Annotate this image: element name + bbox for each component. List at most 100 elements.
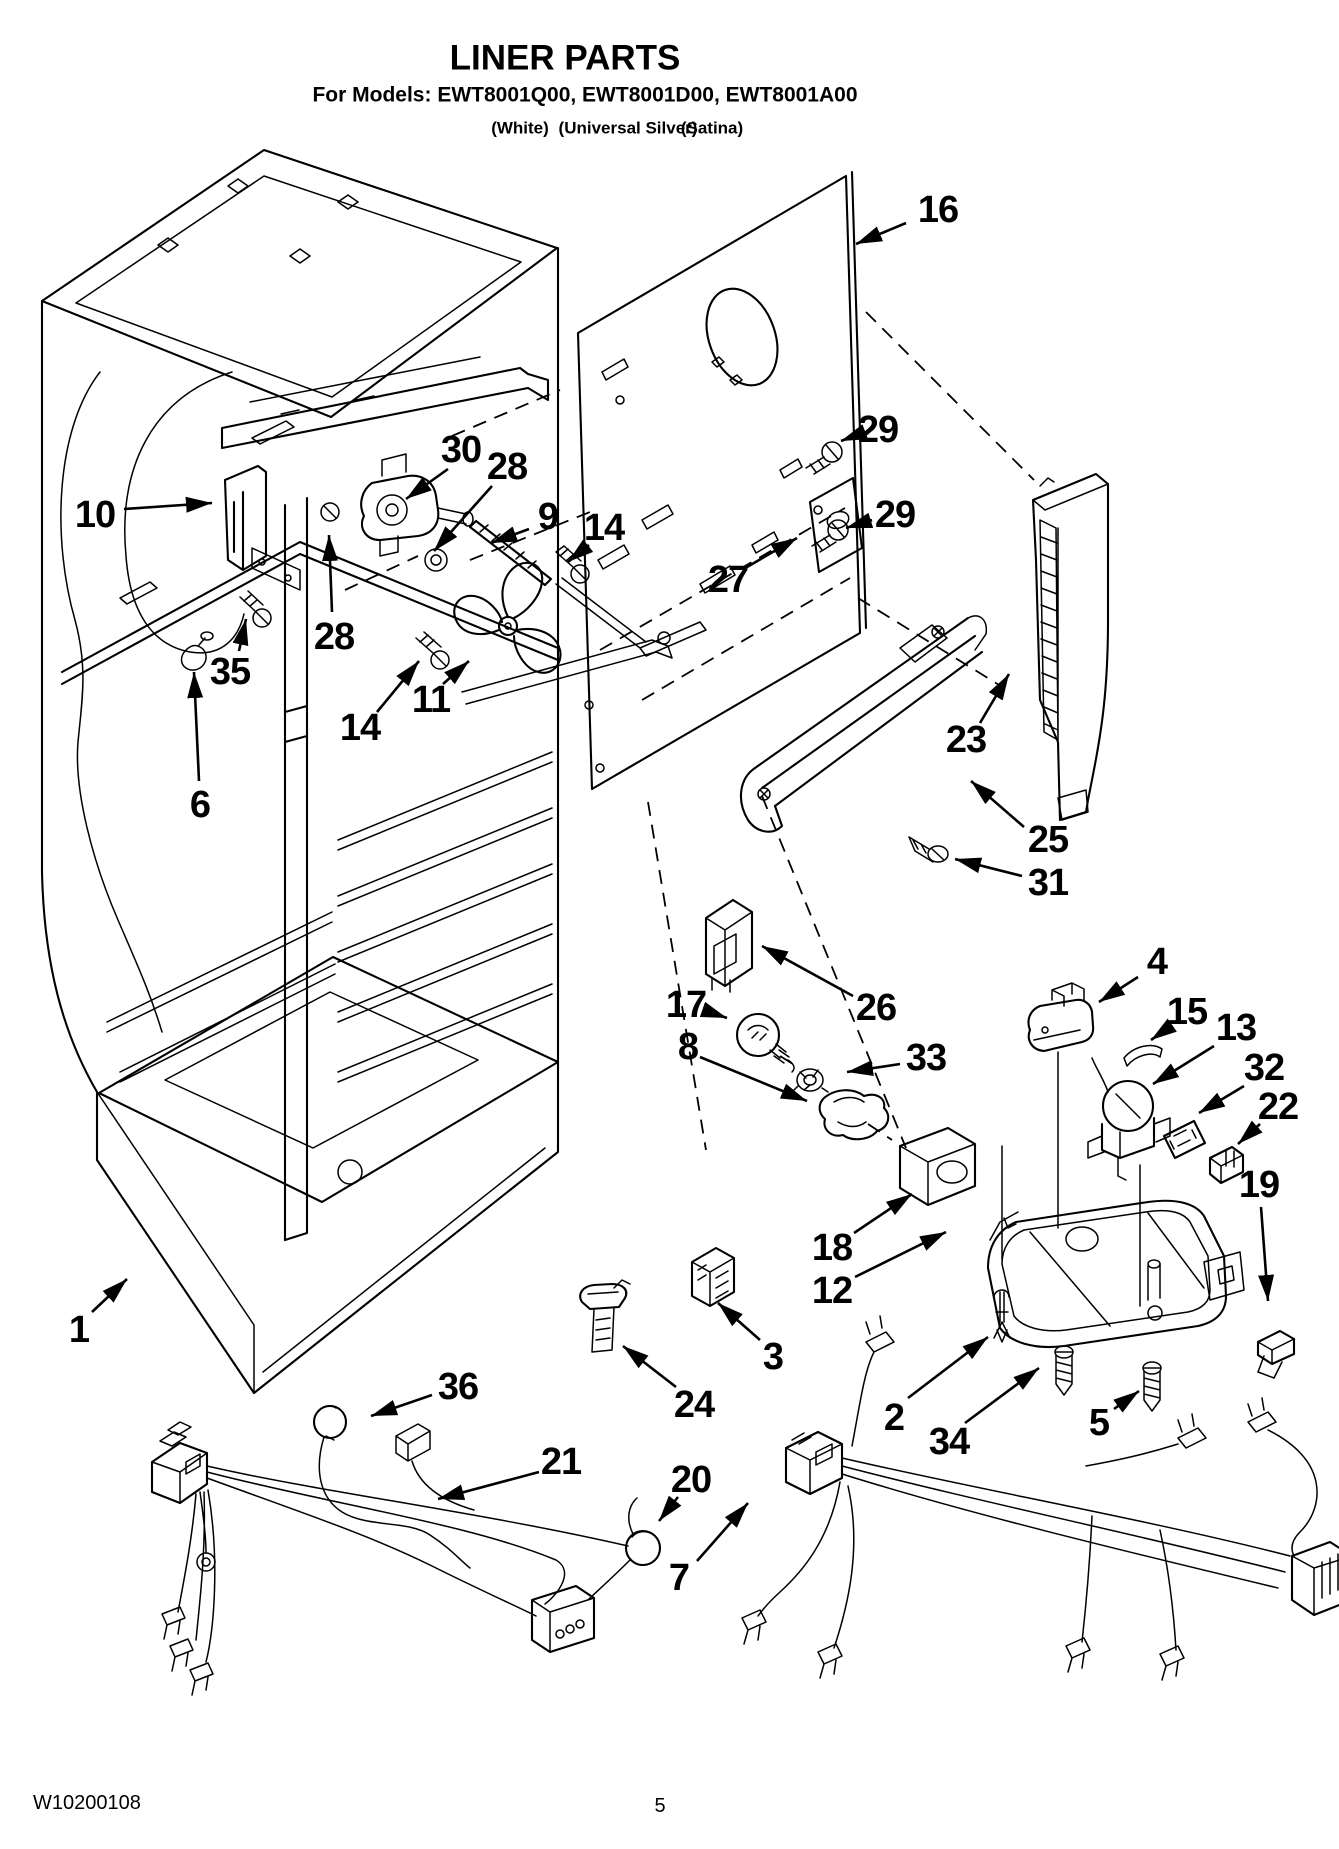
callout-2: 2 [884, 1397, 904, 1439]
color-option-satina: (Satina) [681, 119, 743, 138]
callout-5: 5 [1089, 1402, 1110, 1444]
callout-leader-29 [840, 424, 869, 443]
footer: W10200108 5 [33, 1792, 666, 1817]
part-25-cover-shelf [739, 615, 988, 833]
callout-16: 16 [918, 189, 958, 231]
callout-7: 7 [669, 1557, 689, 1599]
callout-20: 20 [671, 1459, 711, 1501]
callout-3: 3 [763, 1336, 783, 1378]
part-11-fan-blade [453, 561, 562, 674]
callout-28: 28 [487, 446, 527, 488]
callout-leader-30 [405, 467, 449, 501]
callout-14: 14 [584, 507, 625, 549]
callout-13: 13 [1216, 1007, 1256, 1049]
callout-17: 17 [666, 984, 706, 1026]
part-26-relay-cover [704, 898, 754, 993]
color-option-universal-silver: (Universal Silver) [559, 119, 698, 138]
callout-24: 24 [674, 1384, 715, 1426]
callout-leader-19 [1258, 1206, 1275, 1302]
callout-leader-10 [123, 496, 213, 513]
callout-leader-14 [375, 660, 421, 713]
callout-11: 11 [412, 679, 451, 721]
callout-leader-15 [1150, 1018, 1177, 1042]
callout-leader-21 [437, 1470, 540, 1501]
callout-6: 6 [190, 784, 210, 826]
part-34-screw [1054, 1345, 1074, 1396]
callout-leader-28 [322, 534, 339, 613]
callout-18: 18 [812, 1227, 852, 1269]
header: LINER PARTS For Models: EWT8001Q00, EWT8… [312, 39, 857, 138]
part-1-liner-cabinet [40, 148, 591, 1395]
callout-leader-17 [699, 1001, 728, 1020]
callout-35: 35 [210, 651, 251, 693]
callout-leader-35 [232, 618, 249, 652]
part-35-screw [239, 590, 272, 628]
callout-28: 28 [314, 616, 354, 658]
callout-leader-36 [370, 1393, 433, 1418]
callout-leader-6 [187, 671, 204, 782]
part-27-cover-plate [808, 476, 864, 574]
callout-36: 36 [438, 1366, 478, 1408]
part-18-lamp-housing [898, 1126, 977, 1207]
callout-leader-23 [978, 673, 1011, 724]
callout-9: 9 [538, 496, 558, 538]
callout-10: 10 [75, 494, 115, 536]
part-31-screw [908, 836, 949, 863]
callout-leader-20 [657, 1495, 682, 1522]
page-number: 5 [654, 1795, 665, 1817]
callout-8: 8 [678, 1026, 698, 1068]
callout-29: 29 [875, 494, 915, 536]
page-title: LINER PARTS [450, 39, 681, 78]
callout-34: 34 [929, 1421, 970, 1463]
callout-leader-16 [855, 221, 907, 246]
part-21-wiring-harness-left [150, 1404, 662, 1696]
callout-leader-26 [761, 944, 854, 998]
callout-4: 4 [1147, 941, 1168, 983]
callout-leader-22 [1237, 1120, 1263, 1145]
part-15-tube [1123, 1044, 1163, 1067]
part-3-clip-box [690, 1246, 736, 1308]
part-17-light-bulb [735, 1012, 795, 1073]
callout-leader-8 [699, 1055, 808, 1103]
part-24-clip [579, 1279, 631, 1353]
callout-15: 15 [1167, 991, 1208, 1033]
part-14-screws [415, 545, 590, 670]
callout-25: 25 [1028, 819, 1069, 861]
part-23-air-duct-cover [1031, 472, 1110, 822]
callout-leader-34 [964, 1366, 1040, 1425]
callout-leader-33 [846, 1060, 901, 1077]
part-8-lamp-shield [779, 1055, 893, 1141]
callout-leader-14 [567, 539, 594, 564]
part-6-plug-button [180, 631, 214, 671]
callout-27: 27 [708, 559, 748, 601]
part-32-adapter-plate [1162, 1119, 1207, 1160]
part-4-start-relay [1001, 982, 1141, 1307]
callout-leader-24 [622, 1344, 677, 1389]
callout-leader-11 [442, 660, 470, 685]
callout-leader-28 [433, 485, 493, 552]
callout-leader-4 [1098, 975, 1139, 1004]
callout-31: 31 [1028, 862, 1069, 904]
callout-1: 1 [69, 1309, 90, 1351]
callout-leader-32 [1198, 1084, 1245, 1115]
callout-leader-12 [854, 1230, 947, 1279]
callout-leader-13 [1152, 1044, 1215, 1086]
callout-29: 29 [858, 409, 898, 451]
part-12-drain-tray [986, 1199, 1245, 1349]
part-16-rear-panel [576, 170, 1035, 1151]
part-22-switch [1208, 1145, 1245, 1185]
color-option-white: (White) [491, 119, 549, 138]
part-7-wiring-harness-right [741, 1315, 1339, 1681]
callout-leader-29 [845, 512, 874, 530]
callout-leader-3 [717, 1302, 761, 1341]
callout-19: 19 [1239, 1164, 1279, 1206]
callout-leader-27 [746, 536, 798, 569]
callout-32: 32 [1244, 1047, 1284, 1089]
part-33-lamp-socket [791, 1068, 829, 1093]
callout-leader-25 [970, 780, 1025, 828]
callout-23: 23 [946, 719, 986, 761]
callout-leader-9 [490, 526, 530, 545]
callout-33: 33 [906, 1037, 946, 1079]
callout-leader-1 [91, 1278, 128, 1313]
